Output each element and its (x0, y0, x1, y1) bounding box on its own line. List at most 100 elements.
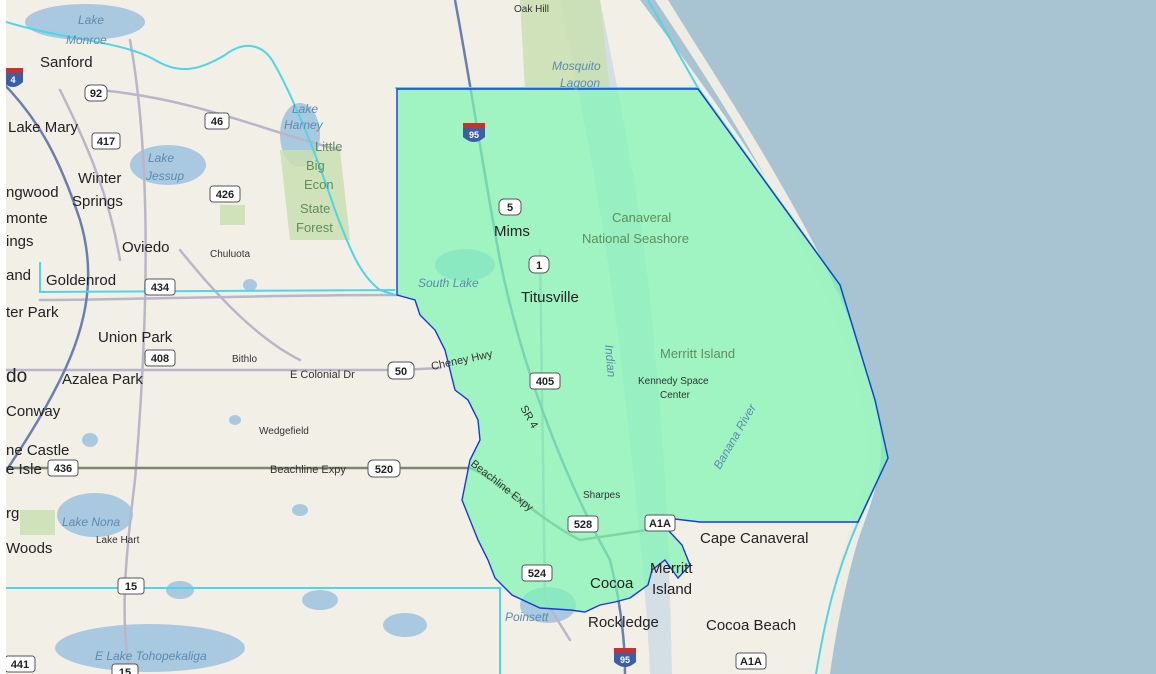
shield-426: 426 (209, 185, 241, 203)
svg-text:417: 417 (97, 136, 115, 148)
svg-text:434: 434 (151, 282, 170, 294)
water-label: Harney (284, 118, 324, 132)
park-labels: Little Big Econ State Forest Canaveral N… (296, 139, 735, 361)
svg-text:1: 1 (536, 260, 542, 272)
svg-text:15: 15 (119, 667, 131, 674)
park-label: Little (315, 139, 342, 154)
shield-434: 434 (144, 278, 176, 296)
place-label: Conway (6, 403, 61, 420)
place-label: e Isle (6, 461, 42, 478)
interstate-shield-i95-north: 95 (463, 123, 485, 142)
place-label: Union Park (98, 329, 173, 346)
place-label-small: Kennedy Space (638, 376, 709, 387)
shield-15-south: 15 (111, 663, 139, 674)
place-label-small: Chuluota (210, 249, 250, 260)
shield-524: 524 (521, 564, 553, 582)
place-label: Oviedo (122, 239, 170, 256)
place-label-small: Sharpes (583, 490, 620, 501)
map-left-edge (0, 0, 6, 674)
interstate-4 (0, 79, 90, 481)
svg-text:520: 520 (375, 464, 393, 476)
svg-text:408: 408 (151, 353, 169, 365)
place-label: ngwood (6, 184, 59, 201)
shield-436: 436 (47, 459, 79, 477)
svg-text:15: 15 (125, 581, 137, 593)
interstate-shields: 4 95 95 (3, 68, 636, 667)
svg-text:50: 50 (395, 366, 407, 378)
place-label-small: Wedgefield (259, 426, 309, 437)
place-label-small: Lake Hart (96, 535, 140, 546)
place-label: monte (6, 210, 48, 227)
park-label: National Seashore (582, 231, 689, 246)
svg-text:A1A: A1A (649, 518, 671, 530)
park-label: Econ (304, 177, 334, 192)
water-label: E Lake Tohopekaliga (95, 649, 207, 663)
district-polygon[interactable] (396, 88, 889, 613)
svg-text:95: 95 (469, 130, 479, 140)
place-label: Island (652, 581, 692, 598)
shield-441: 441 (4, 655, 36, 673)
shield-5: 5 (498, 198, 522, 216)
svg-text:441: 441 (11, 659, 29, 671)
interstate-shield-i95-south: 95 (614, 648, 636, 667)
route-shields: 92 417 46 426 434 408 50 520 436 15 15 4… (4, 84, 767, 674)
svg-text:524: 524 (528, 568, 547, 580)
water-label: South Lake (418, 276, 479, 290)
svg-text:528: 528 (574, 519, 592, 531)
place-label: and (6, 267, 31, 284)
place-label: Cocoa Beach (706, 617, 796, 634)
place-label: Winter (78, 170, 121, 187)
road-label: E Colonial Dr (290, 369, 355, 381)
parks (20, 0, 610, 535)
water-label: Lake Nona (62, 515, 120, 529)
place-label: Lake Mary (8, 119, 79, 136)
water-label: Jessup (145, 169, 184, 183)
place-label: Rockledge (588, 614, 659, 631)
road-label: Beachline Expy (270, 464, 346, 476)
svg-text:436: 436 (54, 463, 72, 475)
place-label: ne Castle (6, 442, 69, 459)
place-label: Mims (494, 223, 530, 240)
svg-text:92: 92 (90, 88, 102, 100)
water-label: Monroe (66, 33, 107, 47)
water-label: Lake (148, 151, 174, 165)
shield-417: 417 (91, 132, 121, 150)
place-label: Goldenrod (46, 272, 116, 289)
park-label: Big (306, 158, 325, 173)
shield-50: 50 (387, 361, 415, 380)
place-labels: Sanford Lake Mary Winter Springs ngwood … (6, 4, 808, 634)
water-label: Lake (78, 13, 104, 27)
small-place-labels: Chuluota Bithlo Wedgefield Lake Hart Sha… (96, 249, 709, 546)
place-label: Merritt (650, 560, 693, 577)
shield-1: 1 (528, 255, 550, 274)
shield-15: 15 (117, 577, 145, 595)
park-label: Forest (296, 220, 333, 235)
place-label: Woods (6, 540, 52, 557)
place-label: Titusville (521, 289, 579, 306)
place-label: do (6, 366, 27, 387)
interstate-shield-i4: 4 (3, 68, 23, 87)
shield-408: 408 (144, 349, 176, 367)
place-label-small: Bithlo (232, 354, 257, 365)
water-label: Poinsett (505, 610, 549, 624)
water-label: Lagoon (560, 76, 600, 90)
shield-528: 528 (567, 515, 599, 533)
place-label-small: Center (660, 390, 691, 401)
place-label: ter Park (6, 304, 59, 321)
place-label: Oak Hill (514, 4, 549, 15)
water-label: Lake (292, 102, 318, 116)
svg-text:95: 95 (620, 655, 630, 665)
water-label: Indian (602, 344, 619, 378)
shield-a1a-south: A1A (735, 652, 767, 670)
park-label: Canaveral (612, 210, 671, 225)
svg-text:46: 46 (211, 116, 223, 128)
place-label: Cape Canaveral (700, 530, 808, 547)
place-label: Springs (72, 193, 123, 210)
shield-520: 520 (367, 459, 401, 478)
svg-text:4: 4 (10, 75, 15, 85)
place-label: Sanford (40, 54, 93, 71)
place-label: Cocoa (590, 575, 634, 592)
park-label: State (300, 201, 330, 216)
